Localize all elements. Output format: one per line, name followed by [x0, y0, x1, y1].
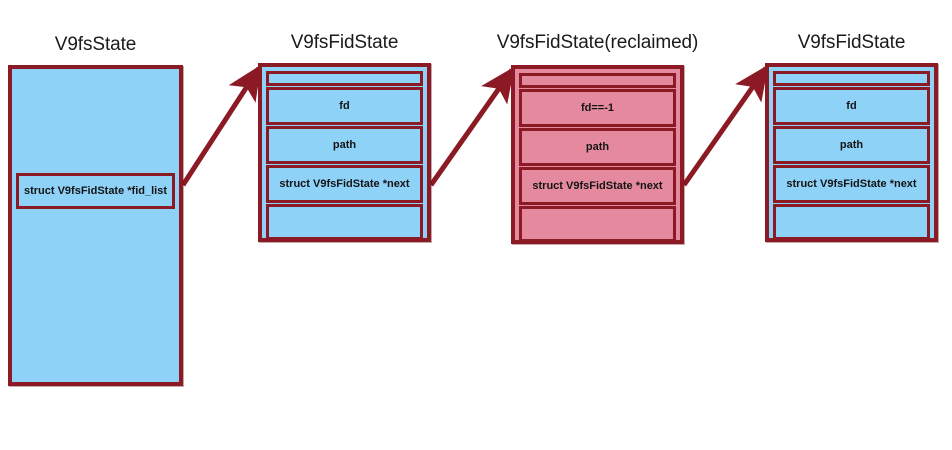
- field-v9fsstate-1[interactable]: struct V9fsFidState *fid_list: [16, 173, 175, 209]
- field-fid1-0[interactable]: [266, 71, 423, 86]
- field-fid2-1[interactable]: fd==-1: [519, 89, 676, 127]
- field-fid3-3[interactable]: struct V9fsFidState *next: [773, 165, 930, 203]
- field-fid1-4[interactable]: [266, 204, 423, 240]
- field-fid1-2[interactable]: path: [266, 126, 423, 164]
- field-fid1-1[interactable]: fd: [266, 87, 423, 125]
- field-fid2-4[interactable]: [519, 206, 676, 242]
- field-fid2-3[interactable]: struct V9fsFidState *next: [519, 167, 676, 205]
- field-v9fsstate-2[interactable]: [16, 212, 175, 382]
- field-fid3-0[interactable]: [773, 71, 930, 86]
- struct-title-fid2: V9fsFidState(reclaimed): [496, 32, 699, 53]
- arrow-fid_list-to-fid1: [180, 64, 262, 187]
- struct-title-fid1: V9fsFidState: [290, 32, 399, 53]
- field-fid3-2[interactable]: path: [773, 126, 930, 164]
- struct-title-v9fsstate: V9fsState: [54, 34, 137, 55]
- field-fid2-0[interactable]: [519, 73, 676, 88]
- field-fid1-3[interactable]: struct V9fsFidState *next: [266, 165, 423, 203]
- arrow-fid2-next-to-fid3: [681, 64, 769, 187]
- field-v9fsstate-0[interactable]: [16, 73, 175, 171]
- arrow-fid1-next-to-fid2: [428, 66, 515, 187]
- field-fid3-4[interactable]: [773, 204, 930, 240]
- struct-title-fid3: V9fsFidState: [797, 32, 906, 53]
- field-fid3-1[interactable]: fd: [773, 87, 930, 125]
- field-fid2-2[interactable]: path: [519, 128, 676, 166]
- struct-box-v9fsstate[interactable]: struct V9fsFidState *fid_list: [8, 65, 183, 386]
